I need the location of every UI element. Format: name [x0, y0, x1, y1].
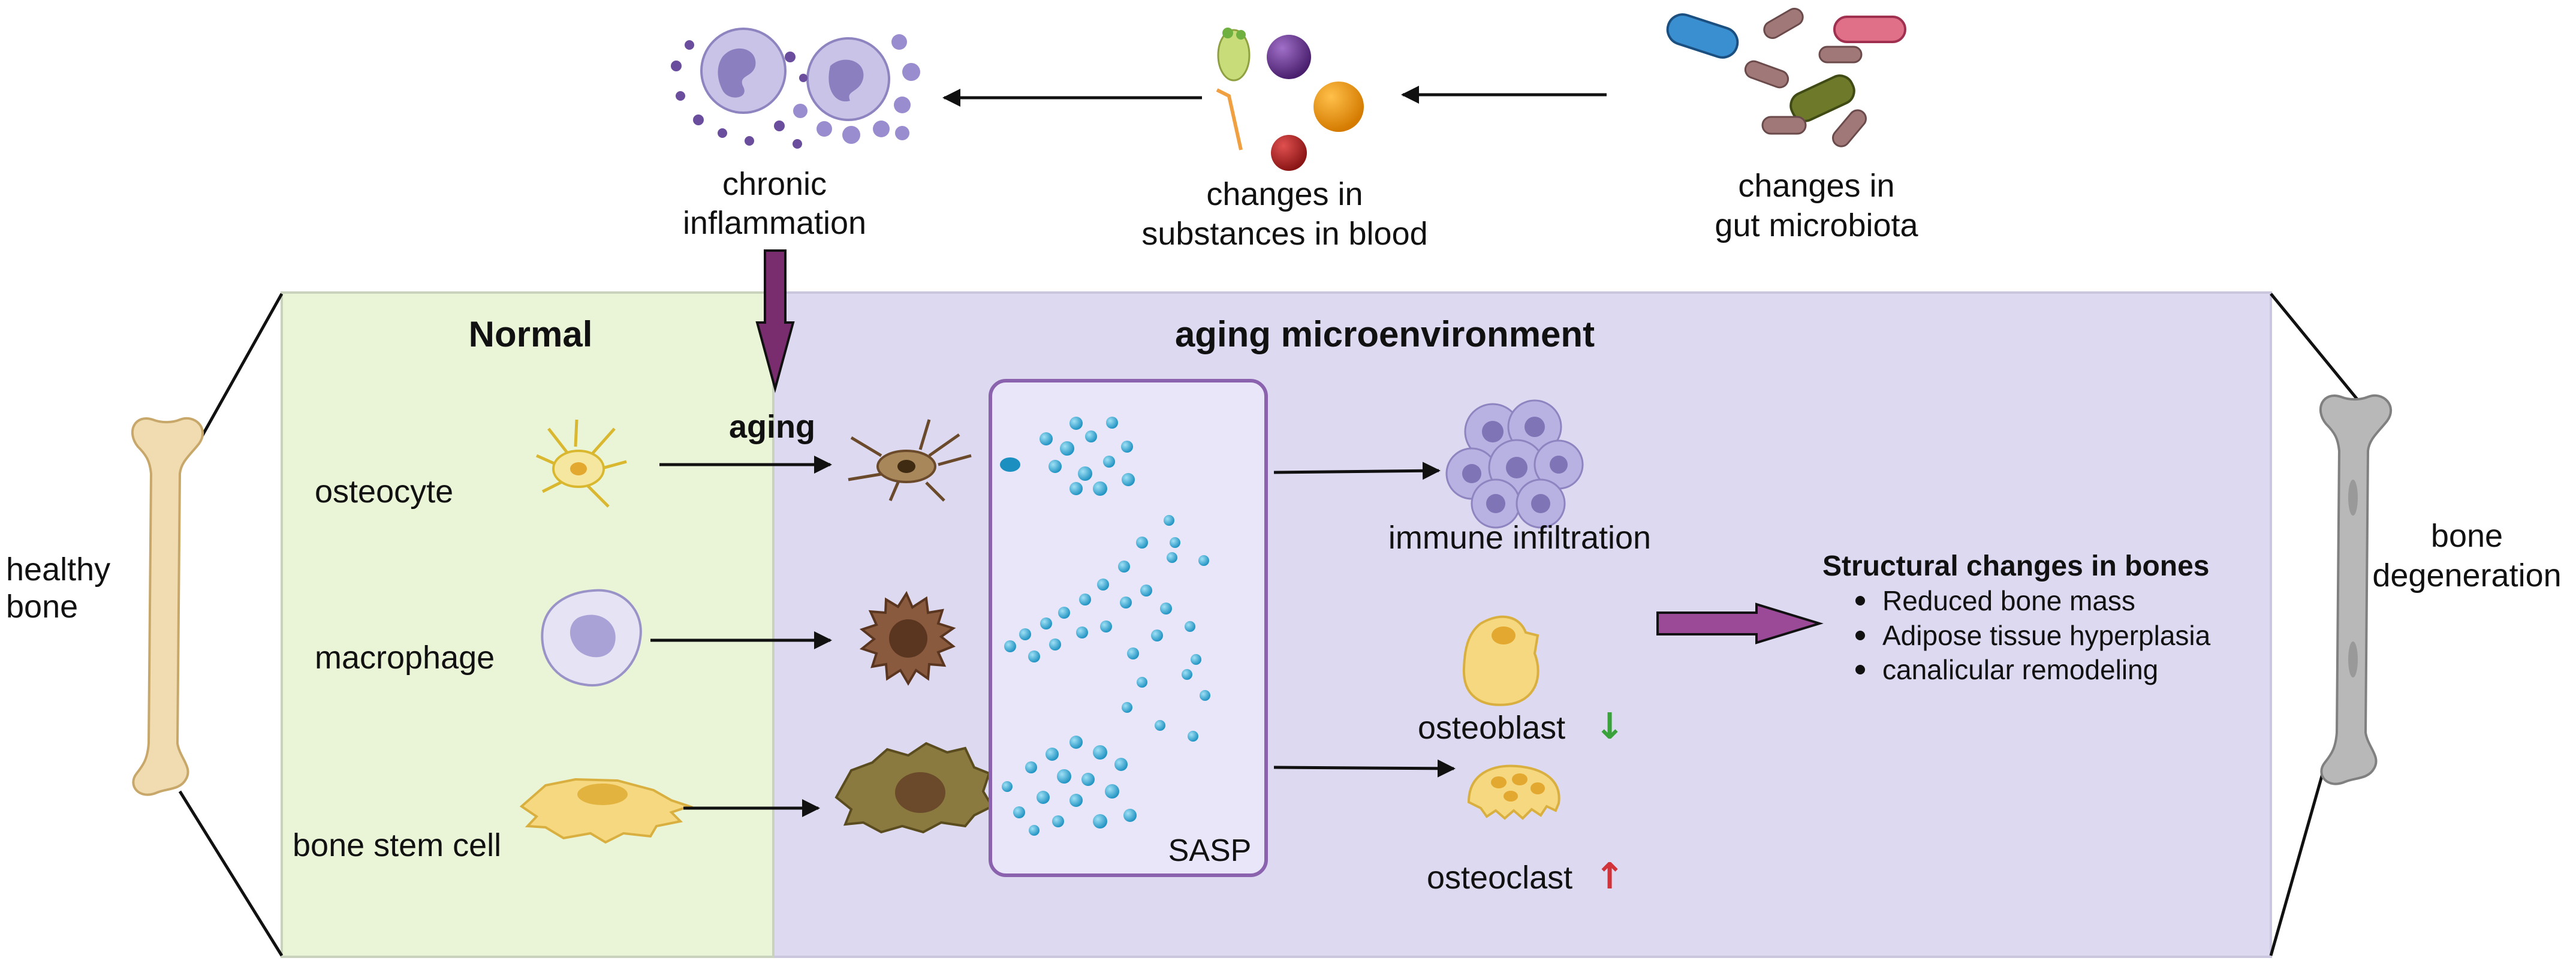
- arrow-sasp-to-bone-cells: [1273, 759, 1456, 778]
- blood-label-line2: substances in blood: [1141, 216, 1427, 252]
- healthy-bone-label-line2: bone: [6, 589, 78, 625]
- osteoblast-icon: [1462, 615, 1539, 706]
- structural-change-item: Reduced bone mass: [1882, 585, 2135, 616]
- osteocyte-label: osteocyte: [315, 474, 453, 510]
- aged-osteocyte-icon: [848, 419, 972, 502]
- zoom-line-right-bottom: [2269, 761, 2328, 956]
- healthy-bone-icon: [131, 417, 204, 796]
- zoom-line-left-top: [196, 293, 284, 445]
- structural-change-item: canalicular remodeling: [1882, 654, 2158, 685]
- arrow-sasp-to-immune: [1273, 462, 1441, 480]
- macrophage-icon: [541, 589, 642, 687]
- immune-infiltration-label: immune infiltration: [1388, 520, 1651, 556]
- osteocyte-icon: [535, 419, 627, 508]
- cytokine-dots-icon: [671, 34, 920, 149]
- bullet-icon: [1855, 596, 1865, 606]
- zoom-line-left-bottom: [178, 790, 284, 957]
- structural-change-item: Adipose tissue hyperplasia: [1882, 620, 2211, 651]
- bullet-icon: [1855, 631, 1865, 640]
- osteoblast-label: osteoblast: [1418, 710, 1565, 746]
- osteoclast-label: osteoclast: [1427, 860, 1572, 896]
- bullet-icon: [1855, 665, 1865, 674]
- normal-panel: [281, 291, 775, 958]
- aged-macrophage-icon: [859, 591, 956, 686]
- sasp-factors-icon: [1000, 417, 1210, 836]
- degenerated-bone-icon: [2319, 394, 2392, 785]
- microbiota-label-line1: changes in: [1738, 168, 1894, 204]
- neutrophil-icon: [700, 28, 890, 121]
- sasp-label: SASP: [1168, 833, 1252, 868]
- gut-microbiota-icon: [1666, 8, 1906, 147]
- aging-arrow-label: aging: [729, 409, 815, 445]
- aged-stem-cell-icon: [834, 742, 994, 834]
- bone-stem-cell-label: bone stem cell: [293, 827, 501, 863]
- osteoclast-trend-icon: ↑: [1595, 855, 1625, 897]
- bone-stem-cell-icon: [519, 778, 694, 844]
- microbiota-label-line2: gut microbiota: [1715, 207, 1918, 243]
- aging-title: aging microenvironment: [1175, 314, 1595, 354]
- structural-changes-list: Reduced bone mass Adipose tissue hyperpl…: [1855, 585, 2211, 685]
- osteoblast-trend-icon: ↓: [1595, 706, 1625, 748]
- inflammation-label-line2: inflammation: [683, 205, 866, 241]
- inflammation-label-line1: chronic: [722, 166, 827, 202]
- structural-changes-arrow: [1656, 603, 1824, 644]
- sasp-box: [989, 379, 1268, 877]
- aging-down-arrow: [755, 249, 795, 393]
- healthy-bone-label-line1: healthy: [6, 552, 110, 588]
- blood-substances-icon: [1216, 28, 1364, 171]
- degenerated-bone-label-line1: bone: [2431, 518, 2503, 554]
- osteoclast-icon: [1467, 764, 1560, 820]
- blood-label-line1: changes in: [1206, 176, 1363, 212]
- degenerated-bone-label-line2: degeneration: [2372, 558, 2561, 594]
- macrophage-label: macrophage: [315, 640, 495, 676]
- normal-title: Normal: [469, 314, 593, 354]
- structural-changes-title: Structural changes in bones: [1822, 550, 2209, 582]
- immune-infiltration-icon: [1445, 399, 1584, 529]
